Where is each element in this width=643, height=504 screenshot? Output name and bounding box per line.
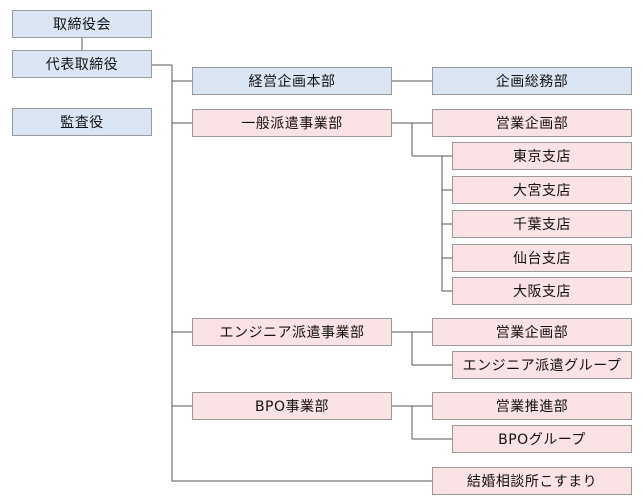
engineer-group-box: エンジニア派遣グループ — [452, 351, 632, 379]
auditor-box: 監査役 — [12, 108, 152, 136]
osaka-branch-box: 大阪支店 — [452, 277, 632, 305]
sales-planning-box-1: 営業企画部 — [432, 109, 632, 137]
management-box: 経営企画本部 — [192, 67, 392, 95]
representative-box: 代表取締役 — [12, 50, 152, 78]
tokyo-branch-box: 東京支店 — [452, 142, 632, 170]
marriage-agency-box: 結婚相談所こすまり — [432, 467, 632, 495]
sales-planning-box-2: 営業企画部 — [432, 318, 632, 346]
general-affairs-box: 企画総務部 — [432, 67, 632, 95]
bpo-division-box: BPO事業部 — [192, 392, 392, 420]
board-box: 取締役会 — [12, 10, 152, 38]
omiya-branch-box: 大宮支店 — [452, 176, 632, 204]
chiba-branch-box: 千葉支店 — [452, 210, 632, 238]
bpo-group-box: BPOグループ — [452, 425, 632, 453]
engineer-dispatch-box: エンジニア派遣事業部 — [192, 318, 392, 346]
general-dispatch-box: 一般派遣事業部 — [192, 109, 392, 137]
sendai-branch-box: 仙台支店 — [452, 244, 632, 272]
sales-promotion-box: 営業推進部 — [432, 392, 632, 420]
